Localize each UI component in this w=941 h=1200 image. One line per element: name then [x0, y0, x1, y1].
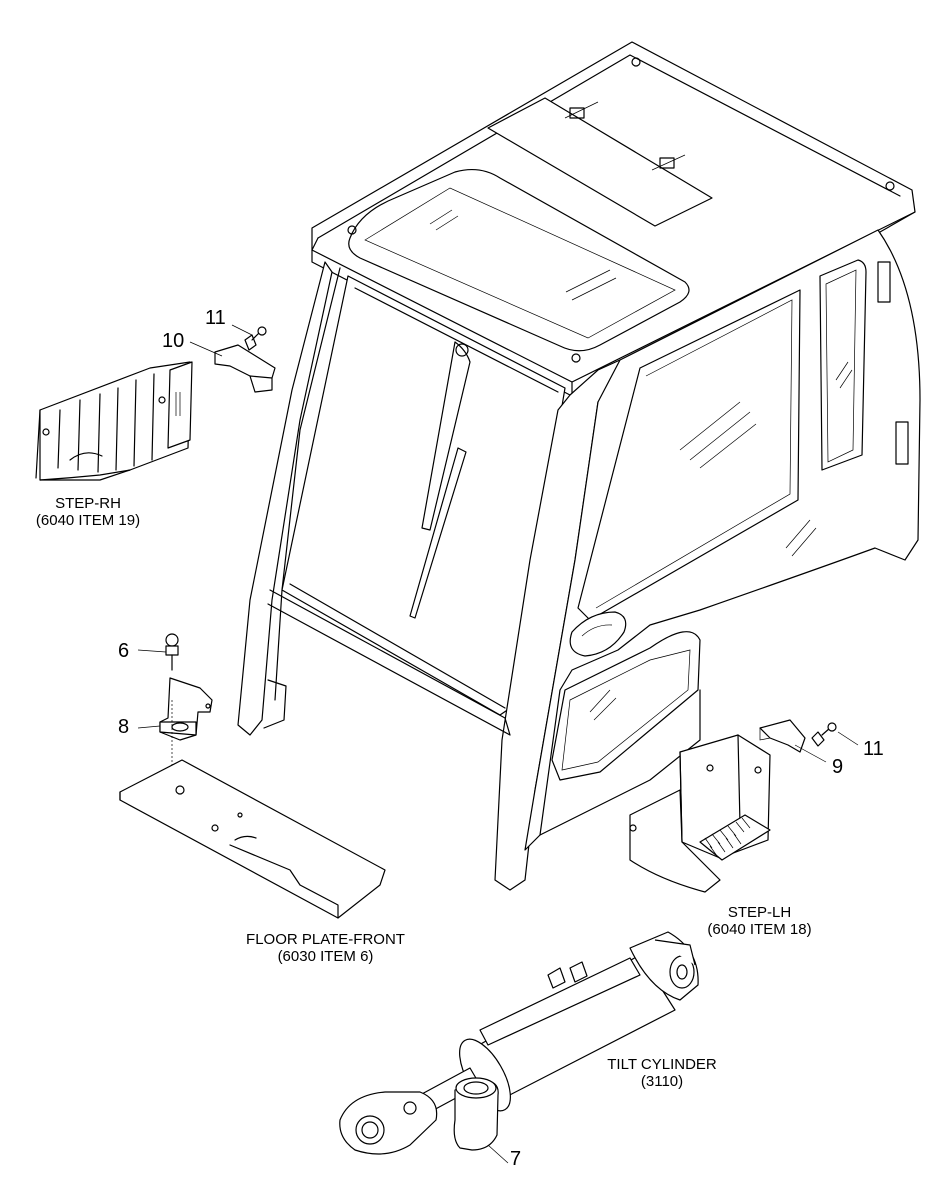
bolt-11-top	[244, 326, 267, 351]
caption-floor-plate-title: FLOOR PLATE-FRONT	[246, 931, 405, 948]
caption-tilt-cylinder-ref: (3110)	[640, 1072, 684, 1090]
caption-tilt-cylinder: TILT CYLINDER (3110)	[592, 1056, 732, 1090]
caption-step-lh-ref: (6040 ITEM 18)	[707, 920, 812, 938]
step-lh	[629, 734, 771, 893]
leader-lines	[137, 324, 859, 1164]
bracket-9	[759, 719, 806, 753]
caption-step-rh: STEP-RH (6040 ITEM 19)	[28, 495, 148, 529]
bushing-7	[453, 1077, 499, 1151]
bracket-8	[159, 677, 213, 741]
caption-step-lh: STEP-LH (6040 ITEM 18)	[692, 904, 827, 938]
callout-7: 7	[510, 1148, 522, 1170]
caption-step-rh-ref: (6040 ITEM 19)	[35, 511, 141, 529]
callout-10: 10	[162, 330, 185, 352]
caption-step-rh-title: STEP-RH	[55, 495, 121, 512]
cab-assembly	[237, 41, 921, 891]
callout-6: 6	[118, 640, 130, 662]
callout-9: 9	[832, 756, 844, 778]
callout-8: 8	[118, 716, 130, 738]
floor-plate-front	[119, 759, 386, 919]
callout-11-right: 11	[863, 738, 884, 760]
caption-floor-plate-ref: (6030 ITEM 6)	[277, 947, 374, 965]
caption-tilt-cylinder-title: TILT CYLINDER	[607, 1056, 717, 1073]
callout-11-top: 11	[205, 307, 226, 329]
tilt-cylinder	[339, 931, 699, 1155]
caption-step-lh-title: STEP-LH	[727, 904, 792, 921]
caption-floor-plate: FLOOR PLATE-FRONT (6030 ITEM 6)	[228, 931, 423, 965]
bolt-11-right	[811, 722, 837, 747]
step-rh	[35, 361, 193, 481]
bracket-10	[214, 344, 276, 393]
